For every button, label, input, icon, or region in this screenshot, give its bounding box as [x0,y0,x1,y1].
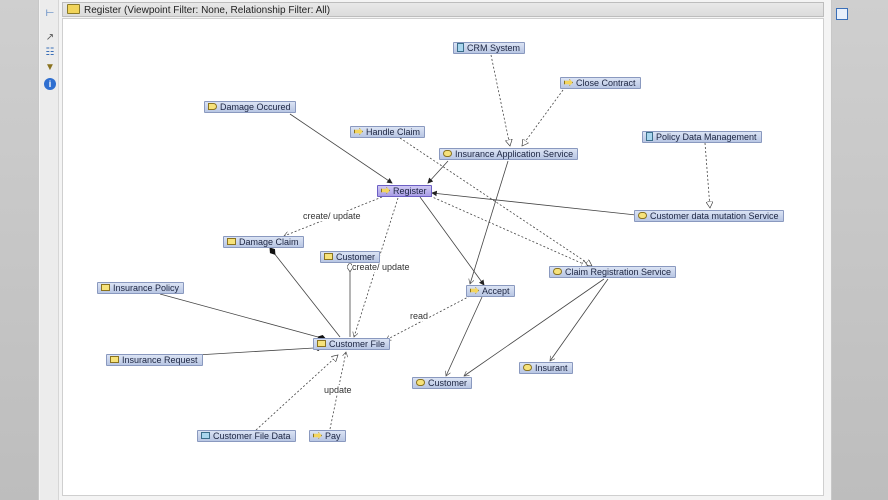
pin-icon[interactable]: ↗ [45,32,55,43]
edge-pdm-to-cdms [704,142,710,208]
node-pay[interactable]: Pay [309,430,346,442]
service-icon [553,268,562,275]
node-claim-registration-service[interactable]: Claim Registration Service [549,266,677,278]
edge-crs-customer [464,278,605,376]
role-icon [523,364,532,371]
node-customer-data-mutation-service[interactable]: Customer data mutation Service [634,210,784,222]
edge-close-to-ias [522,89,564,146]
data-object-icon [201,432,210,439]
node-close-contract[interactable]: Close Contract [560,77,641,89]
application-component-icon [457,43,464,52]
info-icon[interactable]: i [44,78,56,90]
process-icon [564,79,573,86]
edge-pay-customerfile [329,352,346,430]
service-icon [638,212,647,219]
edge-crs-insurant [550,278,609,361]
node-customer-role[interactable]: Customer [320,251,381,263]
edge-label-read: read [410,311,429,321]
edge-damageclaim-customerfile [269,247,341,338]
diagram-canvas[interactable] [62,18,824,496]
node-crm-system[interactable]: CRM System [453,42,526,54]
filter-icon[interactable]: ▼ [45,62,55,73]
process-icon [354,128,363,135]
view-title-bar: Register (Viewpoint Filter: None, Relati… [62,2,824,17]
business-object-icon [110,356,119,363]
edge-register-to-crs [429,195,588,266]
window-toggle-icon[interactable] [836,8,848,20]
business-object-icon [317,340,326,347]
node-damage-claim[interactable]: Damage Claim [223,236,304,248]
application-component-icon [646,132,653,141]
layout-icon[interactable]: ☷ [45,47,55,58]
process-icon [313,432,322,439]
node-register[interactable]: Register [377,185,432,197]
edge-handleclaim-to-crs [399,137,592,266]
node-insurance-application-service[interactable]: Insurance Application Service [439,148,579,160]
node-insurance-policy[interactable]: Insurance Policy [97,282,185,294]
role-icon [416,379,425,386]
node-damage-occured[interactable]: Damage Occured [204,101,296,113]
business-object-icon [227,238,236,245]
service-icon [443,150,452,157]
edge-cfd-customerfile [255,355,338,431]
edge-crm-to-ias [490,54,510,146]
view-title: Register (Viewpoint Filter: None, Relati… [84,5,331,16]
node-insurance-request[interactable]: Insurance Request [106,354,203,366]
edge-policy-customerfile [159,293,327,342]
edge-label-create-update: create/ update [352,262,410,272]
edge-damage-to-register [289,113,393,184]
process-icon [470,287,479,294]
edge-label-create-update: create/ update [303,211,361,221]
event-icon [208,103,217,110]
process-icon [381,187,390,194]
edge-ias-to-register [427,160,449,184]
node-handle-claim[interactable]: Handle Claim [350,126,426,138]
node-insurant[interactable]: Insurant [519,362,573,374]
edge-label-update: update [324,385,352,395]
edge-accept-customer [446,296,483,376]
business-object-icon [101,284,110,291]
business-object-icon [324,253,333,260]
process-icon [67,4,80,14]
node-customer-actor[interactable]: Customer [412,377,473,389]
node-policy-data-management[interactable]: Policy Data Management [642,131,762,143]
node-customer-file[interactable]: Customer File [313,338,391,350]
node-customer-file-data[interactable]: Customer File Data [197,430,296,442]
edge-cdms-to-register [431,190,637,216]
tree-icon[interactable]: ⊢ [45,8,55,19]
side-toolbar: ⊢ ↗ ☷ ▼ i [40,0,59,500]
edge-register-to-accept [419,196,485,286]
node-accept[interactable]: Accept [466,285,515,297]
right-window-edge [830,0,888,500]
left-window-edge [0,0,38,500]
